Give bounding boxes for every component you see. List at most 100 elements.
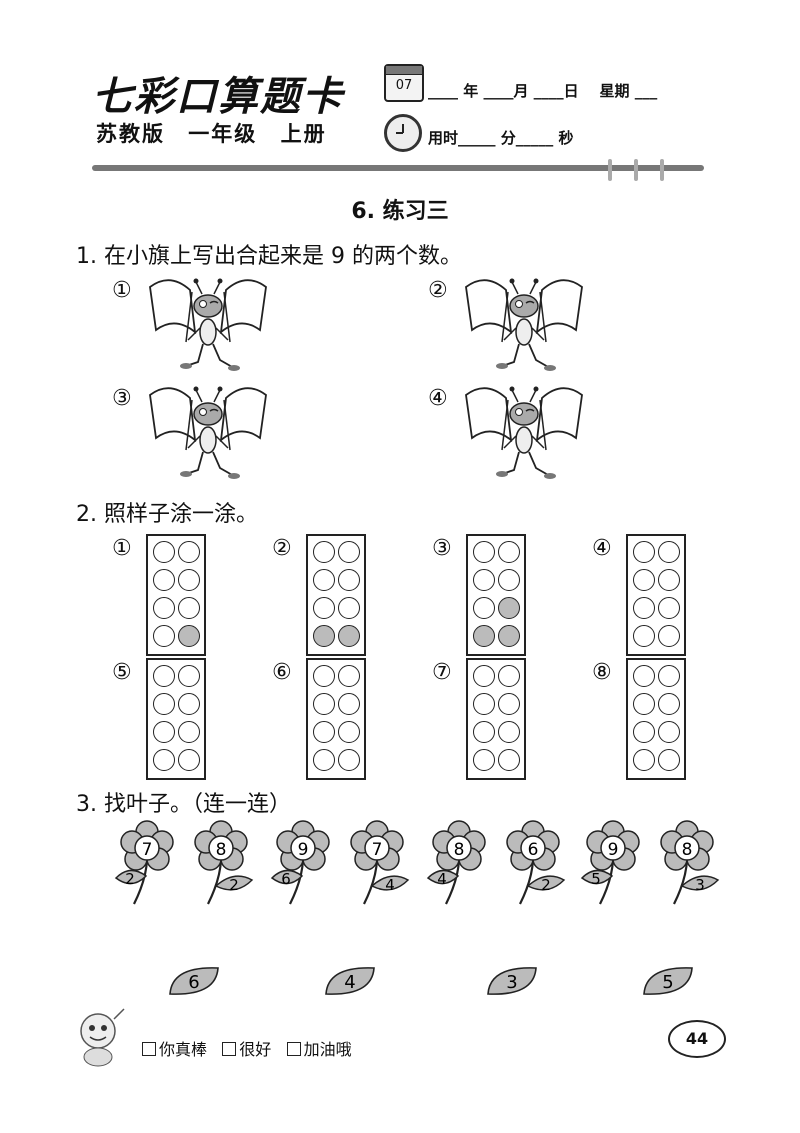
dot-circle[interactable] — [658, 625, 680, 647]
dot-circle[interactable] — [658, 721, 680, 743]
flower-center-number: 7 — [142, 840, 153, 860]
flower-center-number: 6 — [528, 840, 539, 860]
checkbox-icon[interactable] — [222, 1042, 237, 1056]
dot-circle[interactable] — [153, 665, 175, 687]
dot-circle[interactable] — [338, 541, 360, 563]
flower[interactable]: 74 — [342, 818, 412, 906]
dot-circle[interactable] — [313, 665, 335, 687]
checkbox-icon[interactable] — [142, 1042, 156, 1056]
dot-circle[interactable] — [338, 569, 360, 591]
dot-circle[interactable] — [473, 597, 495, 619]
dot-circle[interactable] — [498, 721, 520, 743]
dot-circle[interactable] — [338, 597, 360, 619]
dot-circle[interactable] — [153, 721, 175, 743]
dot-circle[interactable] — [153, 749, 175, 771]
dot-circle[interactable] — [153, 569, 175, 591]
dot-circle[interactable] — [658, 541, 680, 563]
dot-circle[interactable] — [338, 693, 360, 715]
dot-circle[interactable] — [658, 597, 680, 619]
dot-circle[interactable] — [178, 693, 200, 715]
dot-card[interactable] — [306, 658, 366, 780]
dot-card[interactable] — [626, 658, 686, 780]
dot-circle[interactable] — [313, 597, 335, 619]
dot-circle[interactable] — [633, 749, 655, 771]
dot-card[interactable] — [466, 534, 526, 656]
dot-circle[interactable] — [473, 749, 495, 771]
item-label: ② — [428, 278, 448, 303]
dot-circle[interactable] — [153, 541, 175, 563]
checkbox-icon[interactable] — [286, 1042, 301, 1056]
dot-circle[interactable] — [658, 749, 680, 771]
dot-circle[interactable] — [338, 749, 360, 771]
item-label: ① — [112, 536, 132, 561]
dot-circle[interactable] — [313, 721, 335, 743]
dot-circle[interactable] — [313, 625, 335, 647]
leaf-number: 5 — [591, 870, 601, 888]
loose-leaf[interactable]: 3 — [484, 962, 540, 1000]
flower-center-number: 8 — [454, 840, 465, 860]
flower[interactable]: 84 — [424, 818, 494, 906]
item-label: ④ — [428, 386, 448, 411]
calendar-day: 07 — [395, 78, 413, 93]
dot-card[interactable] — [466, 658, 526, 780]
dot-circle[interactable] — [473, 721, 495, 743]
ant-with-flags-icon — [149, 385, 267, 480]
dot-circle[interactable] — [633, 541, 655, 563]
dot-circle[interactable] — [313, 569, 335, 591]
ant-with-flags-icon — [149, 277, 267, 372]
dot-card[interactable] — [626, 534, 686, 656]
dot-circle[interactable] — [633, 625, 655, 647]
dot-card[interactable] — [146, 534, 206, 656]
dot-circle[interactable] — [338, 625, 360, 647]
flower[interactable]: 82 — [186, 818, 256, 906]
dot-circle[interactable] — [658, 569, 680, 591]
dot-circle[interactable] — [473, 541, 495, 563]
dot-circle[interactable] — [338, 721, 360, 743]
dot-circle[interactable] — [473, 665, 495, 687]
dot-circle[interactable] — [153, 625, 175, 647]
loose-leaf-number: 6 — [188, 972, 199, 993]
dot-circle[interactable] — [498, 541, 520, 563]
dot-circle[interactable] — [178, 541, 200, 563]
flower[interactable]: 95 — [578, 818, 648, 906]
dot-circle[interactable] — [153, 597, 175, 619]
dot-circle[interactable] — [313, 749, 335, 771]
dot-circle[interactable] — [178, 597, 200, 619]
loose-leaf[interactable]: 6 — [166, 962, 222, 1000]
dot-circle[interactable] — [498, 749, 520, 771]
loose-leaf[interactable]: 5 — [640, 962, 696, 1000]
dot-circle[interactable] — [633, 721, 655, 743]
dot-card[interactable] — [146, 658, 206, 780]
dot-circle[interactable] — [338, 665, 360, 687]
dot-circle[interactable] — [498, 569, 520, 591]
dot-circle[interactable] — [313, 541, 335, 563]
dot-circle[interactable] — [633, 693, 655, 715]
dot-circle[interactable] — [178, 749, 200, 771]
loose-leaf[interactable]: 4 — [322, 962, 378, 1000]
dot-circle[interactable] — [178, 721, 200, 743]
item-label: ⑤ — [112, 660, 132, 685]
dot-circle[interactable] — [633, 569, 655, 591]
dot-circle[interactable] — [313, 693, 335, 715]
flower[interactable]: 62 — [498, 818, 568, 906]
dot-circle[interactable] — [658, 693, 680, 715]
dot-circle[interactable] — [633, 597, 655, 619]
dot-circle[interactable] — [658, 665, 680, 687]
dot-circle[interactable] — [178, 569, 200, 591]
dot-circle[interactable] — [178, 625, 200, 647]
dot-circle[interactable] — [498, 665, 520, 687]
dot-circle[interactable] — [473, 625, 495, 647]
dot-circle[interactable] — [153, 693, 175, 715]
dot-circle[interactable] — [498, 625, 520, 647]
leaf-number: 6 — [281, 870, 291, 888]
dot-card[interactable] — [306, 534, 366, 656]
flower[interactable]: 72 — [112, 818, 182, 906]
dot-circle[interactable] — [178, 665, 200, 687]
dot-circle[interactable] — [498, 693, 520, 715]
flower[interactable]: 96 — [268, 818, 338, 906]
dot-circle[interactable] — [498, 597, 520, 619]
flower[interactable]: 83 — [652, 818, 722, 906]
dot-circle[interactable] — [473, 569, 495, 591]
dot-circle[interactable] — [633, 665, 655, 687]
dot-circle[interactable] — [473, 693, 495, 715]
